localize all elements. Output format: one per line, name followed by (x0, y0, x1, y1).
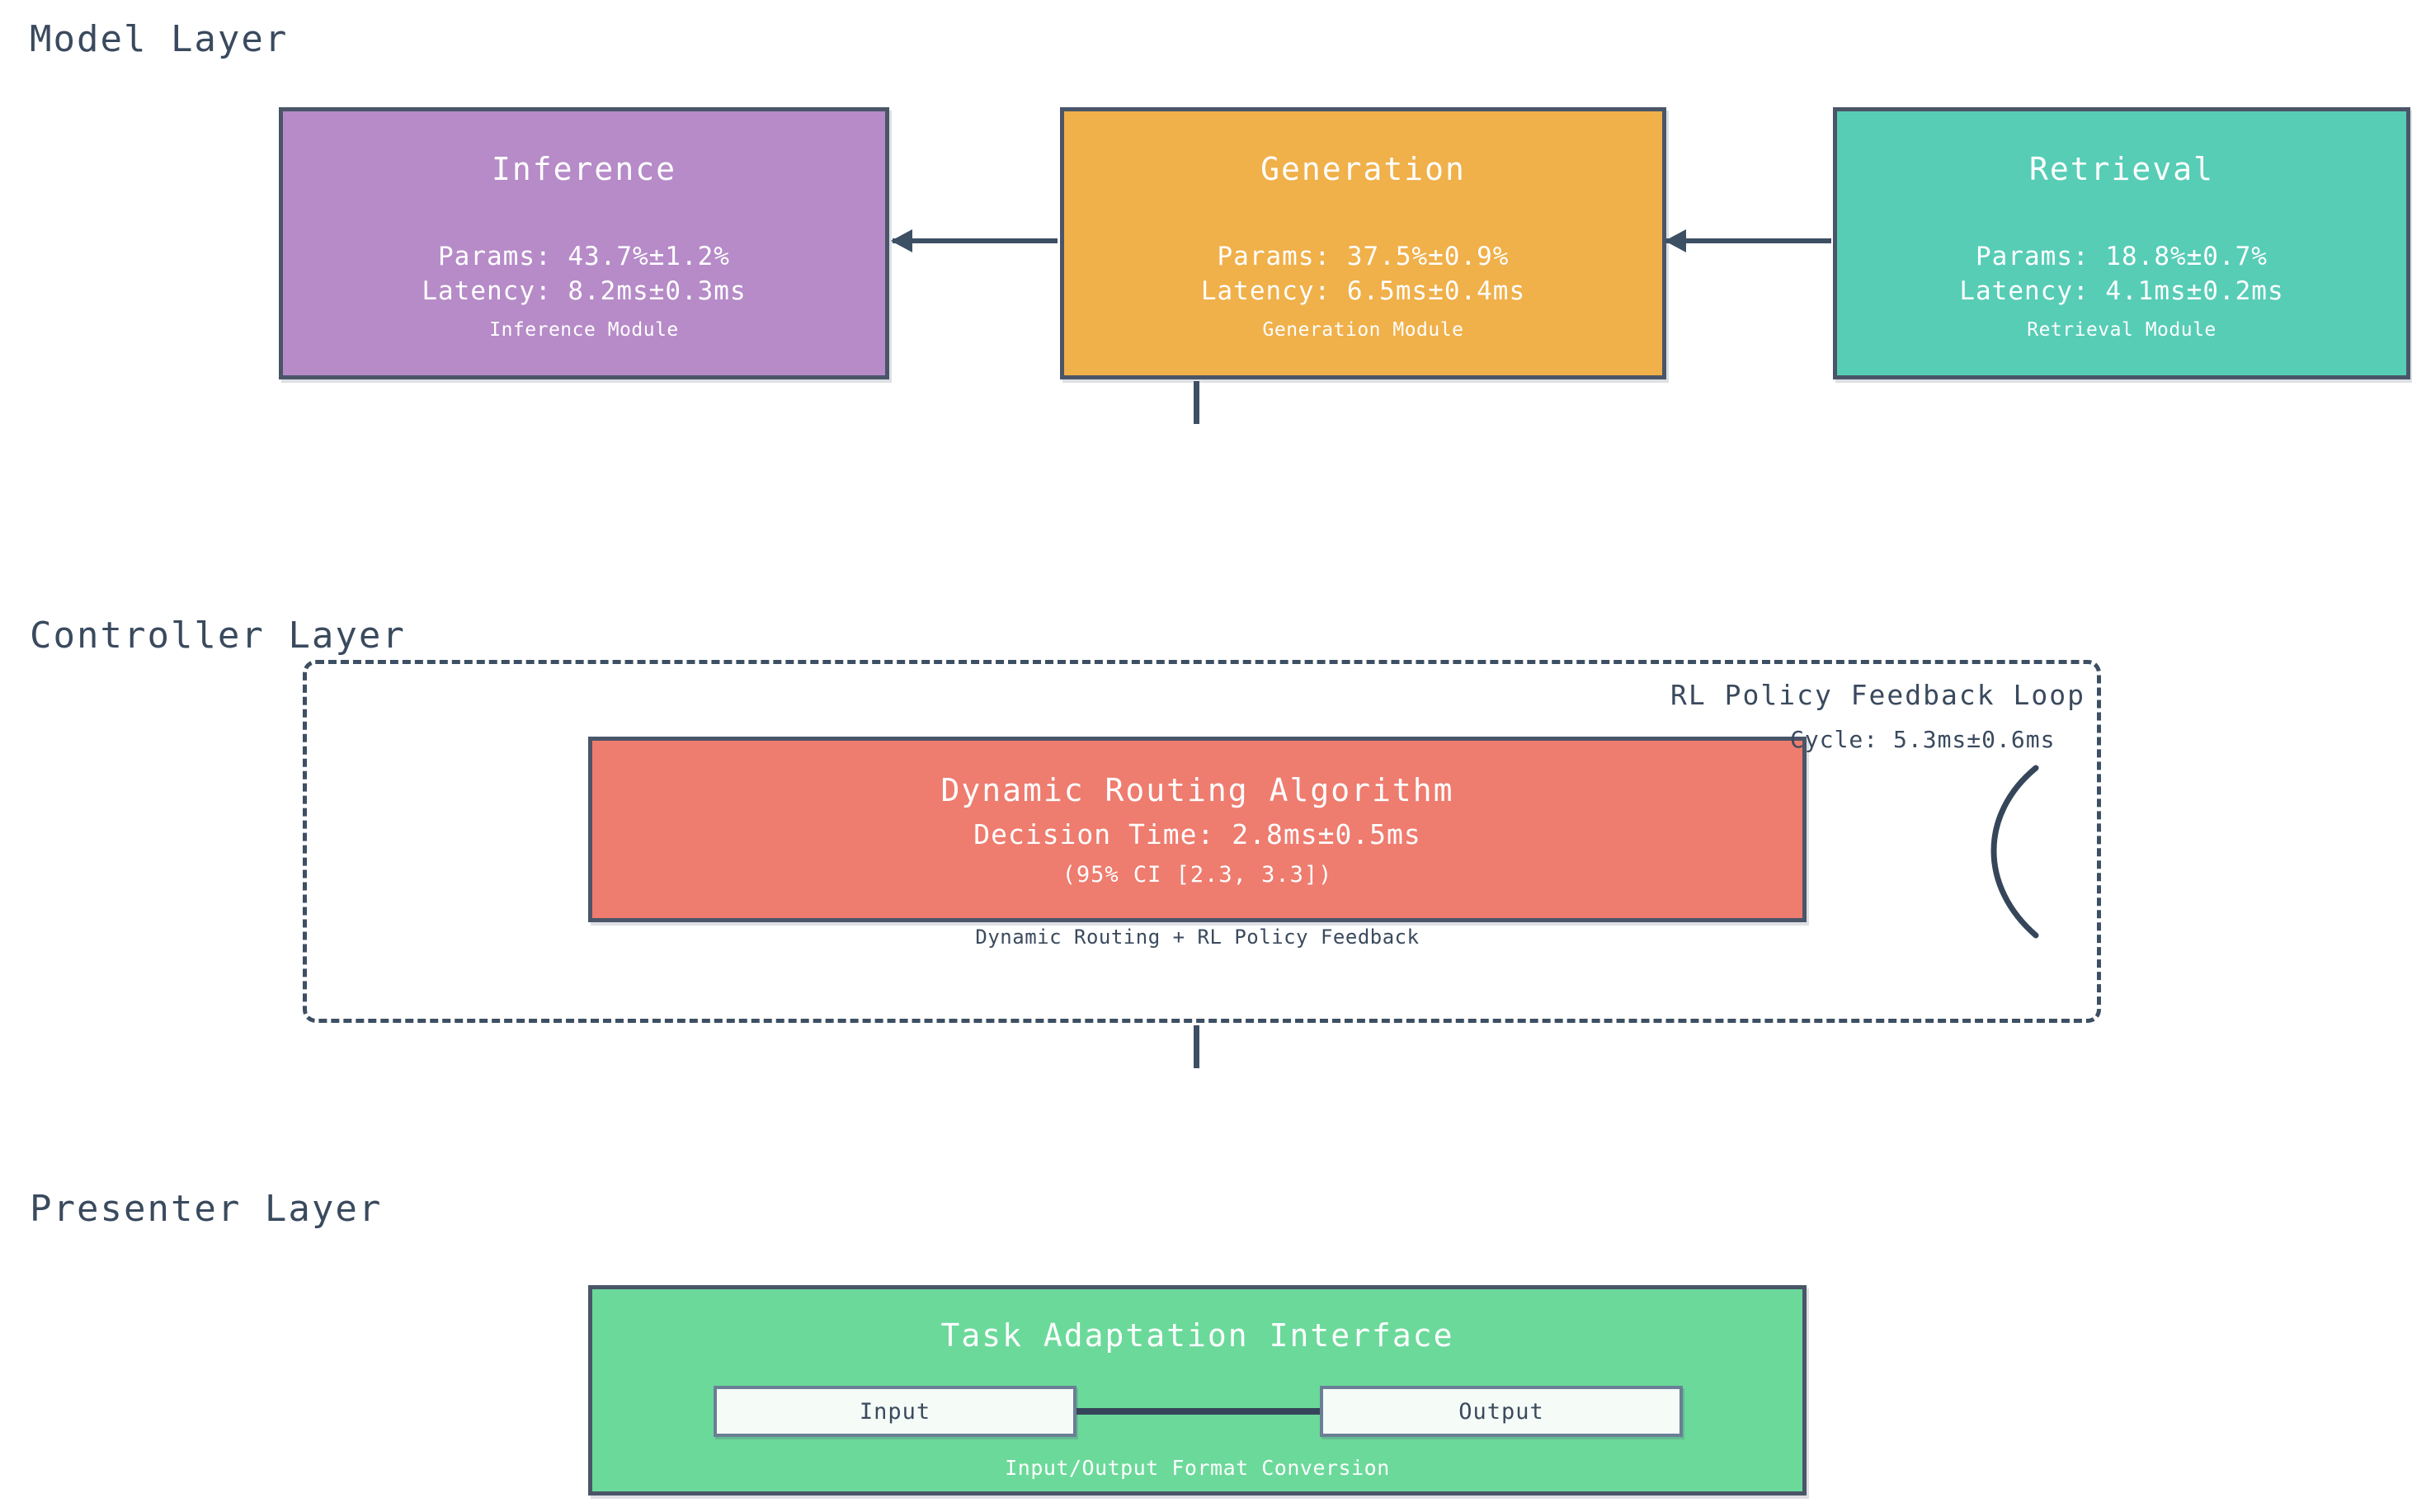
module-caption-generation: Generation Module (1262, 319, 1464, 341)
arrow-generation-to-inference-icon (893, 238, 1058, 243)
module-caption-retrieval: Retrieval Module (2027, 319, 2216, 341)
rl-feedback-loop-label: RL Policy Feedback Loop (1670, 679, 2085, 711)
module-title-retrieval: Retrieval (2029, 151, 2214, 187)
routing-decision-time: Decision Time: 2.8ms±0.5ms (973, 817, 1421, 850)
input-output-row: Input Output (714, 1386, 1683, 1437)
input-box[interactable]: Input (714, 1386, 1076, 1437)
routing-title: Dynamic Routing Algorithm (940, 771, 1454, 808)
connector-generation-to-controller (1194, 381, 1199, 424)
module-latency-inference: Latency: 8.2ms±0.3ms (422, 276, 747, 306)
module-title-generation: Generation (1260, 151, 1466, 187)
module-box-dynamic-routing[interactable]: Dynamic Routing Algorithm Decision Time:… (588, 737, 1807, 922)
module-box-retrieval[interactable]: Retrieval Params: 18.8%±0.7% Latency: 4.… (1833, 107, 2410, 379)
controller-dashed-container (303, 660, 2101, 1023)
rl-feedback-loop-cycle: Cycle: 5.3ms±0.6ms (1790, 726, 2056, 753)
connector-controller-to-presenter (1194, 1025, 1199, 1068)
controller-layer-title: Controller Layer (30, 615, 406, 657)
model-layer-title: Model Layer (30, 18, 289, 60)
module-params-inference: Params: 43.7%±1.2% (438, 242, 730, 271)
module-box-generation[interactable]: Generation Params: 37.5%±0.9% Latency: 6… (1060, 107, 1666, 379)
module-params-generation: Params: 37.5%±0.9% (1217, 242, 1510, 271)
presenter-caption: Input/Output Format Conversion (1005, 1456, 1390, 1480)
module-latency-retrieval: Latency: 4.1ms±0.2ms (1959, 276, 2284, 306)
module-params-retrieval: Params: 18.8%±0.7% (1976, 242, 2268, 271)
module-title-inference: Inference (492, 151, 676, 187)
arrow-retrieval-to-generation-icon (1666, 238, 1831, 243)
module-caption-inference: Inference Module (489, 319, 679, 341)
output-box[interactable]: Output (1320, 1386, 1683, 1437)
routing-caption: Dynamic Routing + RL Policy Feedback (975, 926, 1420, 949)
presenter-title: Task Adaptation Interface (940, 1317, 1454, 1354)
module-box-inference[interactable]: Inference Params: 43.7%±1.2% Latency: 8.… (279, 107, 889, 379)
presenter-layer-title: Presenter Layer (30, 1188, 383, 1230)
module-latency-generation: Latency: 6.5ms±0.4ms (1200, 276, 1526, 306)
input-output-connector (1076, 1408, 1320, 1415)
routing-confidence-interval: (95% CI [2.3, 3.3]) (1062, 861, 1333, 888)
